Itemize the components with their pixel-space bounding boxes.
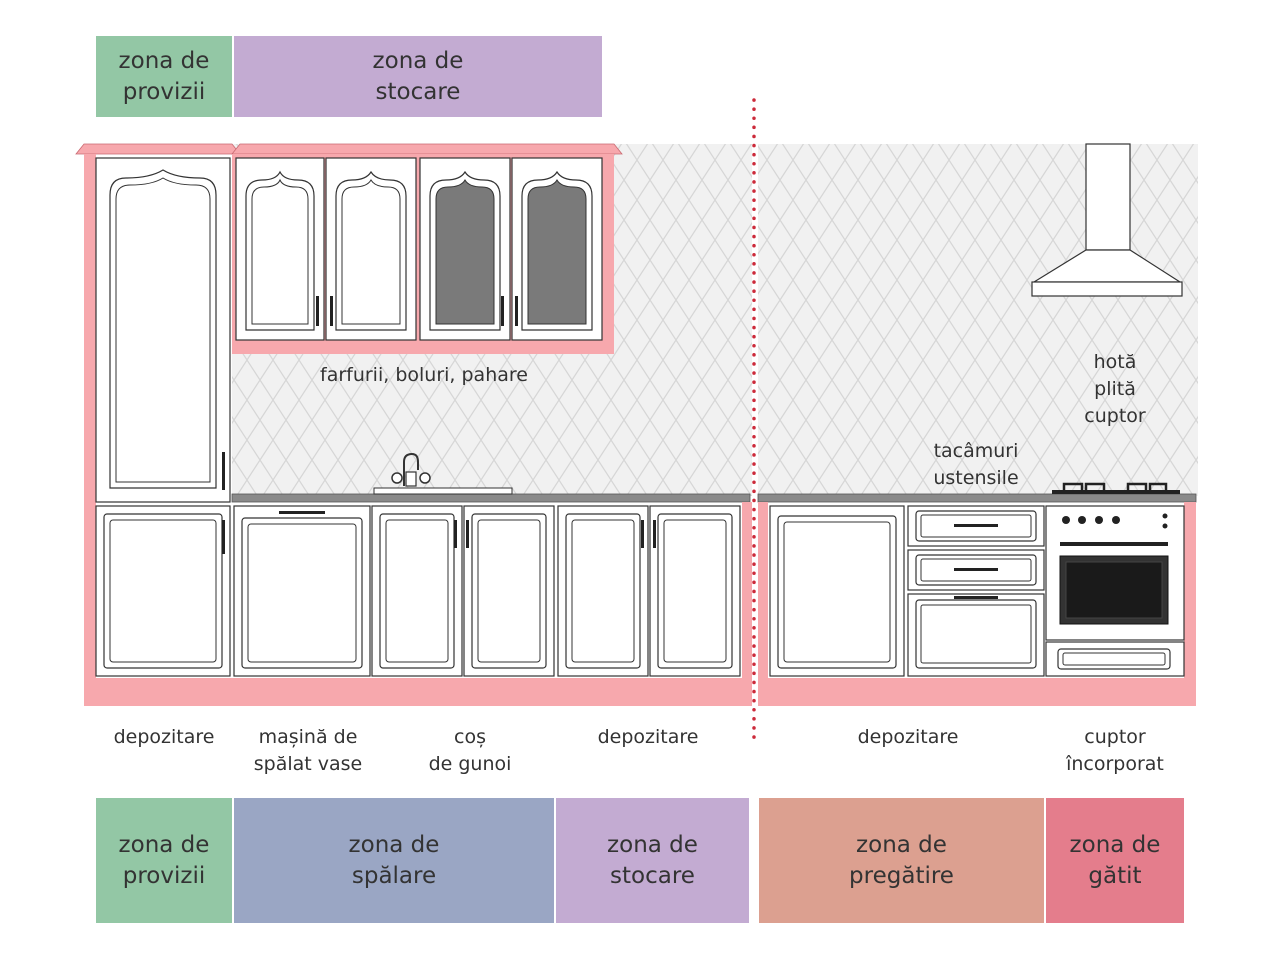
base-frame-left-edge [742, 502, 752, 678]
bottom-zone-gatit: zona de gătit [1046, 798, 1184, 923]
trash-cabinet [371, 505, 555, 677]
drawers-label: tacâmuri ustensile [933, 440, 1019, 489]
base-plinth-right [758, 678, 1196, 706]
bottom-zone-spalare: zona de spălare [234, 798, 554, 923]
bottom-zone-spalare-label: zona de spălare [348, 831, 440, 889]
built-in-oven [1045, 505, 1185, 677]
upper-cabinet-crown [231, 143, 623, 155]
upper-glass-cabinet-2 [511, 157, 603, 341]
pantry-upper-door [95, 157, 231, 503]
pantry-lower-door [95, 505, 231, 677]
cooktop-burners [1052, 482, 1180, 494]
bottom-zone-stocare-label: zona de stocare [607, 831, 698, 889]
bottom-zone-provizii-label: zona de provizii [118, 831, 210, 889]
base-frame-right-left-edge [758, 502, 768, 678]
bottom-zone-provizii: zona de provizii [96, 798, 232, 923]
pantry-crown [75, 143, 241, 155]
base-label-storage-right: depozitare [857, 726, 959, 748]
upper-cabinets-label: farfurii, boluri, pahare [320, 364, 528, 386]
top-zone-provizii-label: zona de provizii [118, 47, 210, 105]
top-zone-stocare-label: zona de stocare [372, 47, 464, 105]
countertop-right [757, 493, 1197, 503]
pantry-frame [84, 154, 96, 678]
base-label-pantry: depozitare [113, 726, 215, 748]
bottom-zone-gatit-label: zona de gătit [1069, 831, 1161, 889]
base-frame-right-right-edge [1184, 502, 1196, 678]
storage-cabinet-right [769, 505, 905, 677]
storage-cabinet-left [557, 505, 741, 677]
cooking-appliances-label: hotă plită cuptor [1084, 351, 1146, 427]
bottom-zone-pregatire-label: zona de pregătire [849, 831, 954, 889]
top-zone-stocare: zona de stocare [234, 36, 602, 117]
base-label-storage-left: depozitare [597, 726, 699, 748]
sink-faucet-icon [373, 452, 513, 495]
base-label-dishwasher: mașină de spălat vase [253, 726, 363, 775]
base-label-oven: cuptor încorporat [1066, 726, 1164, 775]
upper-cabinet-1 [235, 157, 325, 341]
top-zone-provizii: zona de provizii [96, 36, 232, 117]
bottom-zone-stocare: zona de stocare [556, 798, 749, 923]
range-hood [1031, 143, 1183, 297]
bottom-zone-pregatire: zona de pregătire [759, 798, 1044, 923]
upper-cabinet-2 [325, 157, 417, 341]
dishwasher [233, 505, 371, 677]
drawer-stack [907, 505, 1045, 677]
countertop-left [231, 493, 751, 503]
base-plinth-left [84, 678, 752, 706]
base-label-trash: coș de gunoi [428, 726, 512, 775]
upper-glass-cabinet-1 [419, 157, 511, 341]
